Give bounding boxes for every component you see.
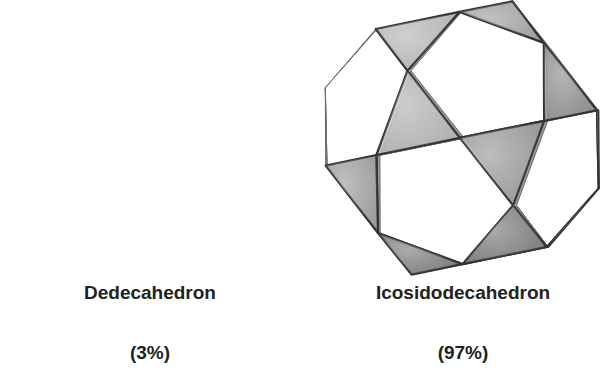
visible-face bbox=[544, 43, 597, 121]
visible-face bbox=[459, 1, 543, 43]
percentage-label: (97%) bbox=[438, 342, 489, 364]
face-highlight bbox=[463, 205, 547, 264]
hidden-face bbox=[325, 88, 327, 166]
visible-face bbox=[460, 121, 544, 206]
face-highlight bbox=[460, 121, 544, 206]
hidden-face bbox=[325, 88, 327, 166]
icosidodecahedron-figure bbox=[325, 1, 598, 274]
face-highlight bbox=[597, 110, 599, 188]
dodecahedron-figure bbox=[14, 13, 289, 266]
face-highlight bbox=[376, 12, 460, 71]
percentage-label: (3%) bbox=[130, 342, 170, 364]
visible-face bbox=[326, 155, 378, 233]
visible-face bbox=[463, 205, 547, 264]
visible-face bbox=[378, 233, 463, 275]
shape-name: Icosidodecahedron bbox=[376, 282, 550, 304]
visible-face bbox=[547, 188, 599, 247]
face-highlight bbox=[597, 110, 599, 188]
face-highlight bbox=[547, 188, 599, 247]
hidden-face bbox=[325, 29, 377, 88]
visible-face bbox=[376, 12, 460, 71]
face-highlight bbox=[544, 43, 597, 121]
visible-face bbox=[376, 71, 460, 155]
shape-name: Dedecahedron bbox=[84, 282, 216, 304]
visible-face bbox=[597, 110, 599, 188]
face-highlight bbox=[376, 71, 460, 155]
face-highlight bbox=[459, 1, 543, 43]
face-highlight bbox=[378, 233, 463, 275]
visible-face bbox=[597, 110, 599, 188]
face-highlight bbox=[326, 155, 378, 233]
